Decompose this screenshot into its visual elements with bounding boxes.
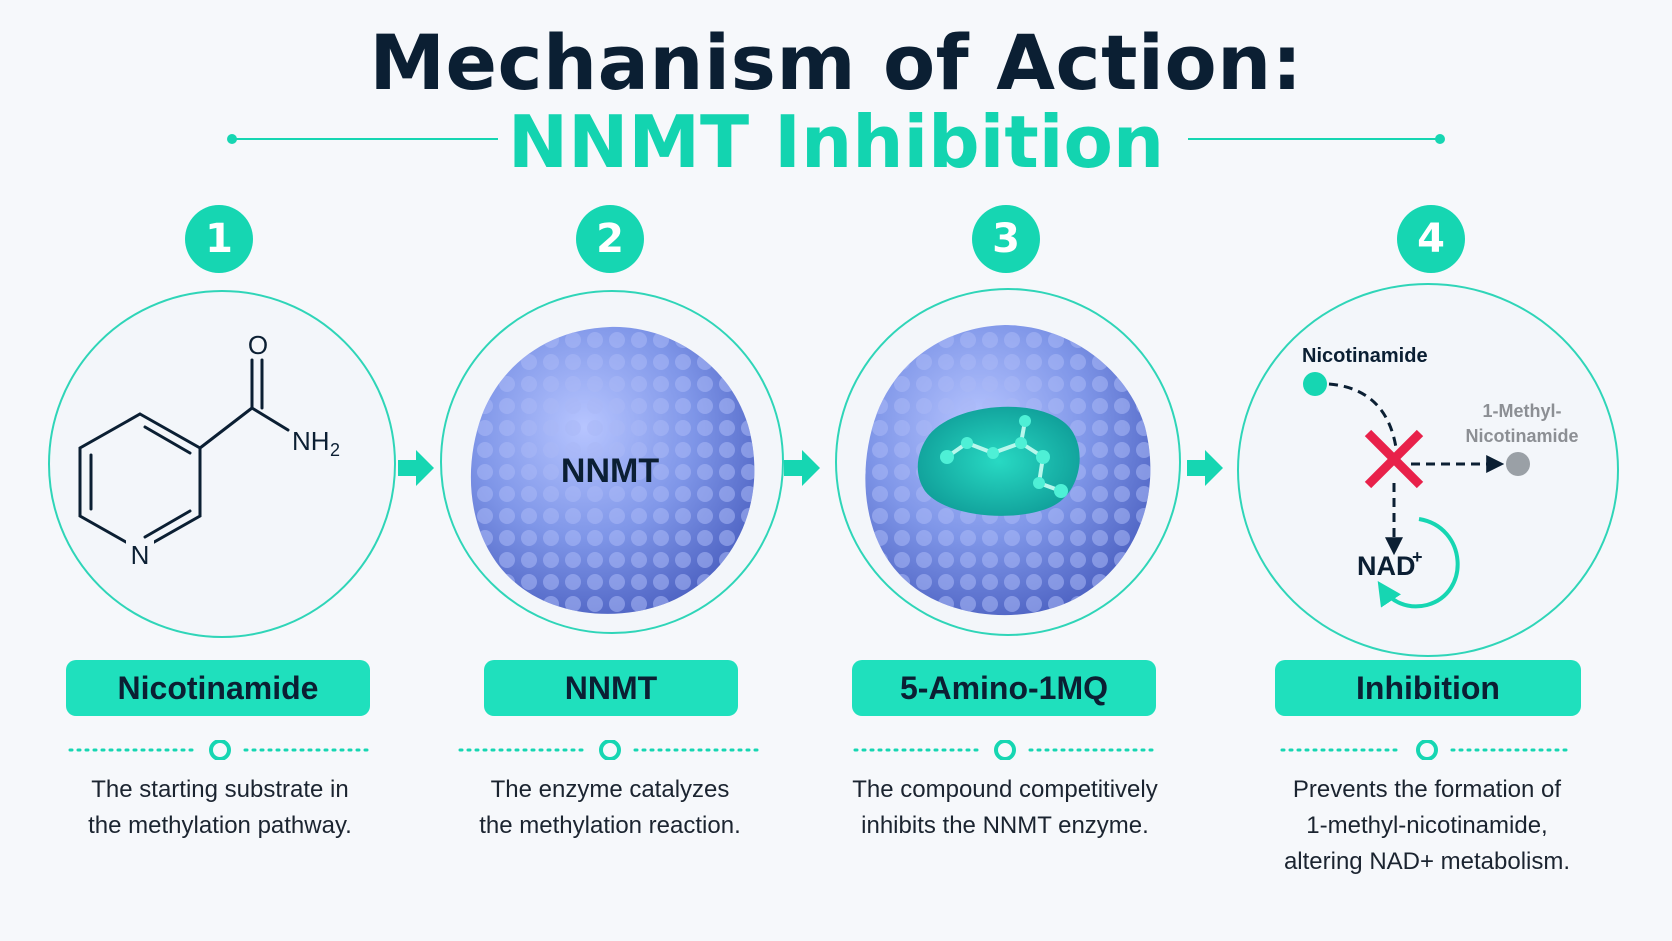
desc-line: the methylation reaction. bbox=[479, 812, 741, 839]
desc-line: The enzyme catalyzes bbox=[490, 776, 730, 803]
step-4: 4 Nicotinamide 1-Methyl- Nicotinamide NA… bbox=[1237, 0, 1619, 941]
desc-line: Prevents the formation of bbox=[1292, 776, 1562, 803]
oxygen-label: O bbox=[248, 330, 268, 360]
desc-line: inhibits the NNMT enzyme. bbox=[861, 812, 1149, 839]
nicotinamide-structure: O NH 2 N bbox=[78, 330, 340, 570]
step-label: NNMT bbox=[484, 660, 738, 716]
blocked-x-icon bbox=[1364, 429, 1424, 489]
inhibition-diagram: Nicotinamide 1-Methyl- Nicotinamide NAD … bbox=[1302, 345, 1579, 609]
flow-arrow-2 bbox=[784, 450, 820, 486]
step-label: 5-Amino-1MQ bbox=[852, 660, 1156, 716]
step-disc bbox=[1237, 283, 1619, 657]
step-description: Prevents the formation of 1-methyl-nicot… bbox=[1237, 772, 1617, 880]
step-description: The starting substrate in the methylatio… bbox=[30, 772, 410, 844]
recycle-arrow-icon bbox=[1377, 517, 1460, 609]
amine-label: NH bbox=[292, 426, 330, 456]
nnmt-protein: NNMT bbox=[470, 326, 755, 614]
inhibitor-bound-protein bbox=[865, 325, 1151, 616]
desc-line: altering NAD+ metabolism. bbox=[1283, 848, 1571, 875]
protein-label: NNMT bbox=[561, 452, 659, 490]
inhibitor-molecule-icon bbox=[940, 415, 1068, 498]
divider-dots bbox=[68, 740, 372, 760]
nad-superscript: + bbox=[1412, 547, 1423, 567]
step-label: Inhibition bbox=[1275, 660, 1581, 716]
step-label: Nicotinamide bbox=[66, 660, 370, 716]
step-2: 2 NNMT NNMT The enzyme catalyzes the met… bbox=[430, 0, 790, 941]
step-description: The compound competitively inhibits the … bbox=[815, 772, 1195, 844]
desc-line: 1-methyl-nicotinamide, bbox=[1306, 812, 1548, 839]
step-disc bbox=[48, 290, 396, 638]
flow-arrow-1 bbox=[398, 450, 434, 486]
step-3: 3 bbox=[825, 0, 1185, 941]
title-line-1: Mechanism of Action: bbox=[369, 18, 1303, 107]
step-description: The enzyme catalyzes the methylation rea… bbox=[420, 772, 800, 844]
divider-dots bbox=[1280, 740, 1574, 760]
step-1: 1 O NH 2 N Nicotinamide The starting sub… bbox=[40, 0, 400, 941]
desc-line: the methylation pathway. bbox=[88, 812, 352, 839]
nad-label: NAD bbox=[1357, 551, 1416, 581]
title-line-2: NNMT Inhibition bbox=[507, 100, 1165, 184]
product-label-line-1: 1-Methyl- bbox=[1482, 401, 1561, 421]
step-number-badge: 1 bbox=[185, 205, 253, 273]
amine-subscript: 2 bbox=[330, 440, 340, 460]
step-number-badge: 2 bbox=[576, 205, 644, 273]
desc-line: The compound competitively bbox=[852, 776, 1158, 803]
divider-dots bbox=[458, 740, 762, 760]
product-label-line-2: Nicotinamide bbox=[1465, 426, 1578, 446]
flow-arrow-3 bbox=[1187, 450, 1223, 486]
desc-line: The starting substrate in bbox=[91, 776, 349, 803]
source-label: Nicotinamide bbox=[1302, 345, 1428, 367]
nicotinamide-node bbox=[1303, 372, 1327, 396]
step-number-badge: 3 bbox=[972, 205, 1040, 273]
divider-dots bbox=[853, 740, 1157, 760]
methyl-nicotinamide-node bbox=[1506, 452, 1530, 476]
step-number-badge: 4 bbox=[1397, 205, 1465, 273]
nitrogen-label: N bbox=[131, 540, 150, 570]
